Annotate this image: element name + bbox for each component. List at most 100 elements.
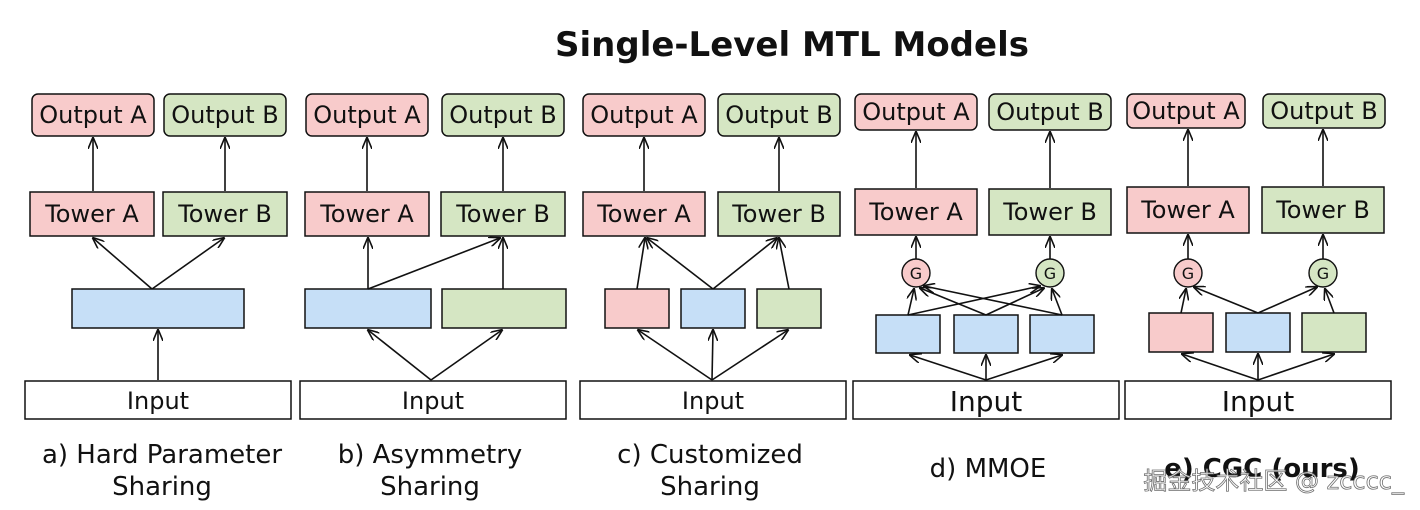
arrow	[985, 355, 1062, 381]
arrow	[367, 238, 500, 290]
expert-1-box	[875, 314, 941, 354]
watermark-text: 掘金技术社区 @ zcccc_	[1143, 467, 1405, 495]
tower-b-box	[717, 191, 841, 237]
arrow	[638, 330, 713, 381]
output-b-box	[163, 93, 287, 137]
output-b-label: Output B	[996, 98, 1103, 126]
panel-c-customized-sharing: Output A Output B Tower A Tower B Input …	[579, 93, 847, 502]
output-a-box	[1126, 93, 1246, 129]
tower-a-label: Tower A	[44, 200, 139, 228]
arrow	[1052, 289, 1063, 316]
arrow	[1181, 289, 1186, 314]
caption-line-1: b) Asymmetry	[338, 440, 523, 470]
shared-expert-box	[1225, 312, 1291, 353]
output-b-label: Output B	[1270, 97, 1377, 125]
gate-b-label: G	[1317, 264, 1329, 283]
caption-line-2: Sharing	[660, 472, 760, 502]
arrow	[151, 238, 224, 290]
arrow	[924, 286, 1063, 316]
arrow	[1194, 287, 1259, 314]
output-b-label: Output B	[725, 101, 832, 129]
arrow	[430, 330, 502, 381]
arrow	[1182, 354, 1259, 381]
shared-expert-box	[304, 288, 432, 329]
tower-b-box	[1261, 186, 1385, 234]
input-box	[299, 380, 567, 420]
expert-3-box	[1029, 314, 1095, 354]
caption-line-1: c) Customized	[617, 440, 803, 470]
task-b-expert-box	[756, 288, 822, 329]
tower-a-box	[1126, 186, 1250, 234]
tower-b-box	[988, 188, 1112, 236]
output-a-label: Output A	[313, 101, 421, 129]
output-a-label: Output A	[39, 101, 147, 129]
tower-b-box	[162, 191, 288, 237]
output-a-box	[854, 93, 978, 131]
tower-a-box	[582, 191, 706, 237]
tower-b-box	[440, 191, 566, 237]
arrow	[908, 289, 914, 316]
panel-b-asymmetry-sharing: Output A Output B Tower A Tower B Input …	[299, 93, 567, 502]
tower-a-label: Tower A	[319, 200, 414, 228]
tower-a-label: Tower A	[1140, 196, 1235, 224]
shared-expert-box	[680, 288, 746, 329]
arrow	[711, 330, 788, 381]
input-label: Input	[682, 387, 744, 415]
input-box	[852, 380, 1120, 420]
arrow	[1325, 289, 1335, 314]
arrow	[910, 355, 987, 381]
tower-b-label: Tower B	[731, 200, 826, 228]
task-b-expert-box	[441, 288, 567, 329]
arrow	[985, 288, 1044, 316]
gate-b-label: G	[1044, 264, 1056, 283]
output-b-box	[441, 93, 565, 137]
arrow	[779, 238, 790, 290]
expert-2-box	[953, 314, 1019, 354]
arrow	[647, 238, 714, 290]
output-b-label: Output B	[449, 101, 556, 129]
panel-d-mmoe: Output A Output B Tower A Tower B G G In…	[852, 93, 1120, 484]
output-b-box	[1262, 93, 1386, 129]
shared-bottom-box	[71, 288, 245, 329]
panel-a-hard-parameter-sharing: Output A Output B Tower A Tower B Input …	[24, 93, 292, 502]
tower-b-label: Tower B	[455, 200, 550, 228]
input-box	[579, 380, 847, 420]
output-a-box	[305, 93, 429, 137]
output-a-label: Output A	[590, 101, 698, 129]
input-box	[24, 380, 292, 420]
arrow	[1257, 287, 1317, 314]
caption-line-2: Sharing	[380, 472, 480, 502]
input-label: Input	[1222, 385, 1295, 418]
caption-line-2: Sharing	[112, 472, 212, 502]
task-a-expert-box	[1148, 312, 1214, 353]
task-b-expert-box	[1301, 312, 1367, 353]
output-b-box	[988, 93, 1112, 131]
arrow	[907, 286, 1040, 316]
arrow	[1257, 354, 1334, 381]
output-a-box	[31, 93, 155, 137]
tower-a-box	[854, 188, 978, 236]
diagram-title: Single-Level MTL Models	[555, 25, 1029, 65]
caption-line-1: a) Hard Parameter	[42, 440, 282, 470]
panel-e-cgc: Output A Output B Tower A Tower B G G In…	[1124, 93, 1392, 484]
gate-a-label: G	[910, 264, 922, 283]
output-a-label: Output A	[862, 98, 970, 126]
input-label: Input	[402, 387, 464, 415]
tower-b-label: Tower B	[1002, 198, 1097, 226]
gate-a-label: G	[1182, 264, 1194, 283]
input-box	[1124, 380, 1392, 420]
arrow	[712, 330, 713, 381]
caption-line-1: e) CGC (ours)	[1164, 454, 1360, 484]
input-label: Input	[127, 387, 189, 415]
task-a-expert-box	[604, 288, 670, 329]
tower-a-label: Tower A	[596, 200, 691, 228]
output-b-label: Output B	[171, 101, 278, 129]
arrow	[368, 330, 432, 381]
output-b-box	[717, 93, 841, 137]
arrow	[93, 238, 153, 290]
tower-a-label: Tower A	[868, 198, 963, 226]
tower-b-label: Tower B	[1275, 196, 1370, 224]
tower-b-label: Tower B	[177, 200, 272, 228]
input-label: Input	[950, 385, 1023, 418]
